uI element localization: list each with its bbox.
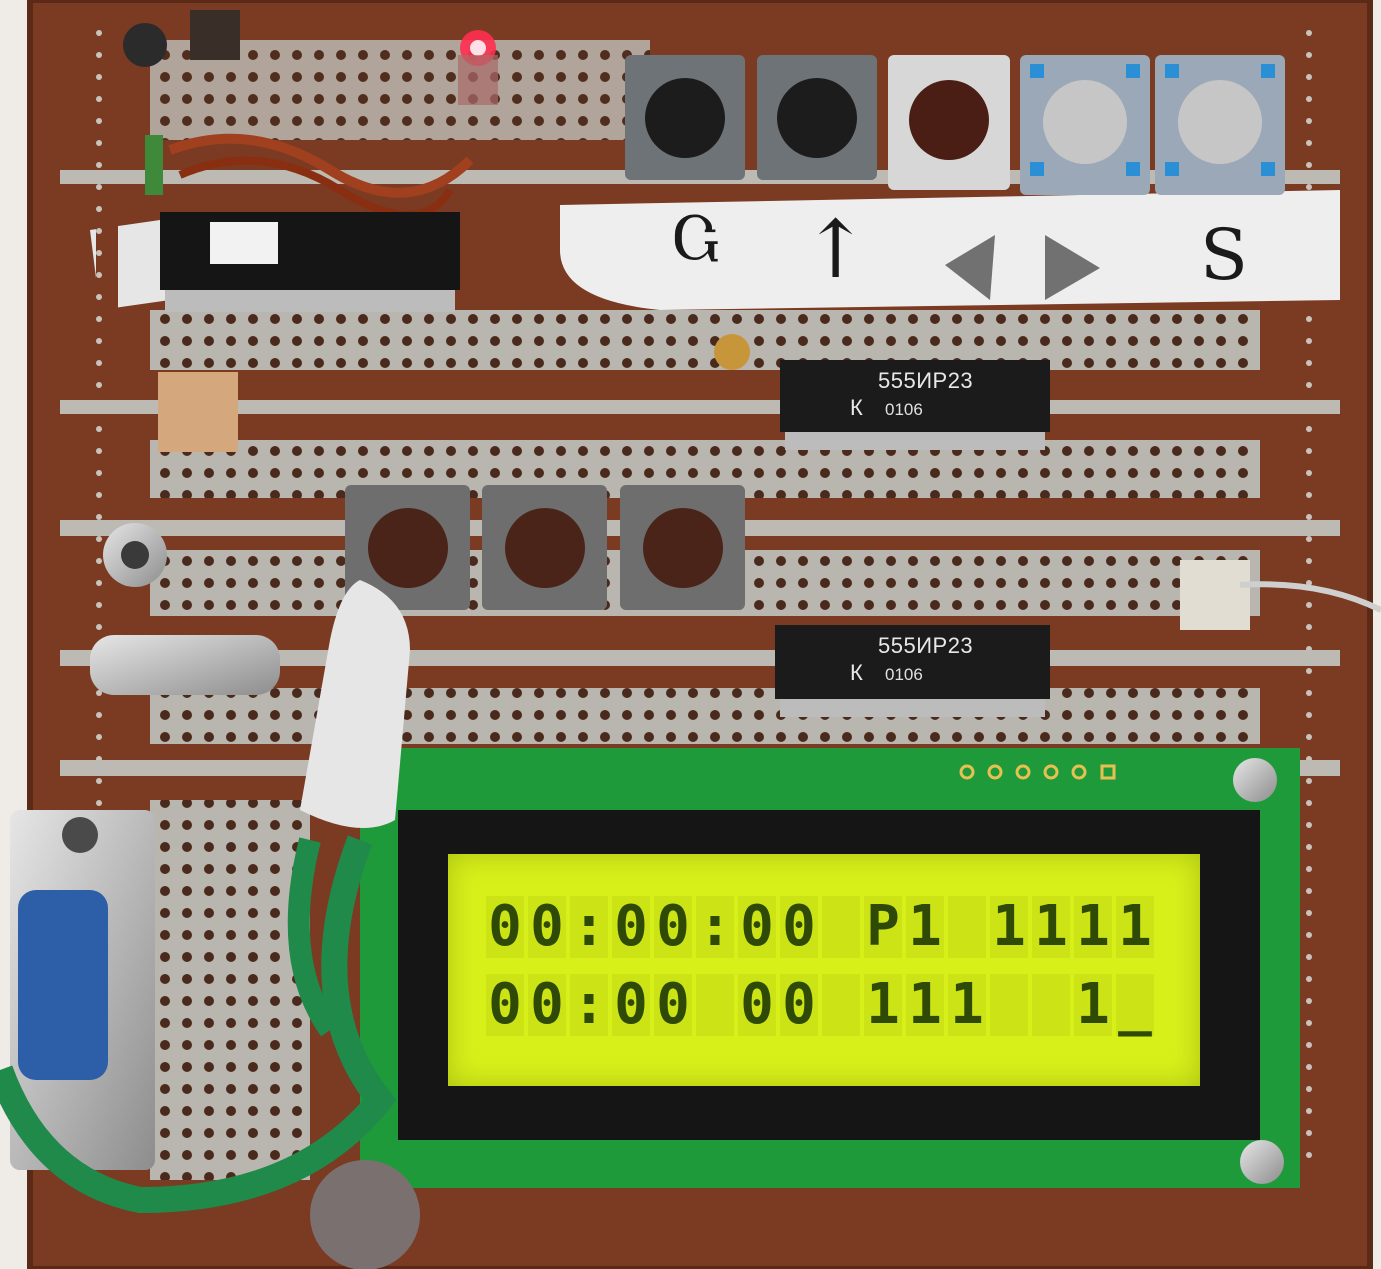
chip-pins-bottom bbox=[780, 699, 1045, 717]
lcd-char: 0 bbox=[528, 974, 566, 1036]
chip-bottom-date: 0106 bbox=[885, 665, 923, 684]
lcd-char: 1 bbox=[1116, 896, 1154, 958]
tape-strip bbox=[560, 190, 1340, 310]
lcd-line-1: 0 0 : 0 0 : 0 0 P 1 1 1 1 1 bbox=[486, 896, 1154, 958]
button-7-cap bbox=[505, 508, 585, 588]
lcd-char bbox=[1032, 974, 1070, 1036]
lcd-char: 1 bbox=[906, 896, 944, 958]
button-6-cap bbox=[368, 508, 448, 588]
lcd-display: 0 0 : 0 0 : 0 0 P 1 1 1 1 1 0 0 : 0 0 0 … bbox=[448, 854, 1200, 1086]
chip-label-sticker bbox=[210, 222, 278, 264]
transistor bbox=[190, 10, 240, 60]
db9-connector-socket bbox=[18, 890, 108, 1080]
connector-wire bbox=[1239, 581, 1381, 613]
button-3-cap bbox=[909, 80, 989, 160]
led-body bbox=[458, 55, 498, 105]
lcd-char: : bbox=[570, 974, 608, 1036]
left-triangle-drawing bbox=[945, 235, 995, 300]
lcd-char: 0 bbox=[528, 896, 566, 958]
tape-label-up-arrow: ↑ bbox=[802, 203, 870, 296]
metal-standoff-hole bbox=[121, 541, 149, 569]
lcd-char bbox=[696, 974, 734, 1036]
lcd-char: 1 bbox=[906, 974, 944, 1036]
lcd-char: 0 bbox=[780, 974, 818, 1036]
chip-bottom-part-number: 555ИР23 bbox=[878, 633, 974, 658]
lcd-char: 0 bbox=[738, 974, 776, 1036]
lcd-char: 1 bbox=[1032, 896, 1070, 958]
chip-pins bbox=[165, 290, 455, 312]
hole-strip bbox=[150, 310, 1260, 370]
lcd-char: 1 bbox=[948, 974, 986, 1036]
lcd-char bbox=[822, 896, 860, 958]
hole-strip bbox=[150, 800, 310, 1180]
chip-top-prefix: К bbox=[850, 395, 864, 420]
lcd-mount-screw bbox=[1240, 1140, 1284, 1184]
button-8-cap bbox=[643, 508, 723, 588]
db9-screw-hole bbox=[62, 817, 98, 853]
lcd-char: 0 bbox=[486, 974, 524, 1036]
lcd-char: 0 bbox=[612, 974, 650, 1036]
lcd-line-2: 0 0 : 0 0 0 0 1 1 1 1 _ bbox=[486, 974, 1154, 1036]
chip-top-date: 0106 bbox=[885, 400, 923, 419]
bus-trace bbox=[60, 400, 1340, 414]
lcd-char bbox=[948, 896, 986, 958]
lcd-char: 0 bbox=[486, 896, 524, 958]
tape-label-left: Ⴚ bbox=[672, 210, 720, 273]
transistor bbox=[123, 23, 167, 67]
pcb-edge-shadow bbox=[27, 0, 1373, 1269]
metal-disc bbox=[310, 1160, 420, 1269]
lcd-char: 0 bbox=[654, 974, 692, 1036]
lcd-char: 0 bbox=[654, 896, 692, 958]
lcd-char: 0 bbox=[612, 896, 650, 958]
chip-top-part-number: 555ИР23 bbox=[878, 368, 974, 393]
lcd-char bbox=[822, 974, 860, 1036]
small-capacitor bbox=[714, 334, 750, 370]
lcd-char: _ bbox=[1116, 974, 1154, 1036]
chip-555ir23-top bbox=[780, 360, 1050, 432]
button-1-cap bbox=[645, 78, 725, 158]
lcd-char: 1 bbox=[1074, 896, 1112, 958]
lcd-char: : bbox=[570, 896, 608, 958]
lcd-char: 0 bbox=[738, 896, 776, 958]
green-cable bbox=[287, 837, 340, 1037]
green-component bbox=[145, 135, 163, 195]
tape-label-s: S bbox=[1200, 214, 1248, 296]
chip-pins-top bbox=[785, 432, 1045, 450]
resistor-wires bbox=[168, 133, 474, 198]
lcd-char: 1 bbox=[1074, 974, 1112, 1036]
microcontroller-chip bbox=[160, 212, 460, 290]
red-led-glow bbox=[470, 40, 486, 56]
chip-bottom-prefix: К bbox=[850, 660, 864, 685]
chip-555ir23-bottom bbox=[775, 625, 1050, 699]
lcd-char: 1 bbox=[864, 974, 902, 1036]
wire-connector bbox=[1180, 560, 1250, 630]
lcd-char: 1 bbox=[990, 896, 1028, 958]
lcd-char: 0 bbox=[780, 896, 818, 958]
button-5-cap bbox=[1178, 80, 1262, 164]
button-2-cap bbox=[777, 78, 857, 158]
lcd-mount-screw bbox=[1233, 758, 1277, 802]
button-4-cap bbox=[1043, 80, 1127, 164]
electrolytic-capacitor bbox=[90, 635, 280, 695]
right-triangle-drawing bbox=[1045, 235, 1100, 300]
lcd-char: : bbox=[696, 896, 734, 958]
lcd-char: P bbox=[864, 896, 902, 958]
ceramic-capacitor bbox=[158, 372, 238, 452]
lcd-char bbox=[990, 974, 1028, 1036]
green-cable bbox=[0, 835, 397, 1214]
white-clip bbox=[300, 580, 410, 828]
